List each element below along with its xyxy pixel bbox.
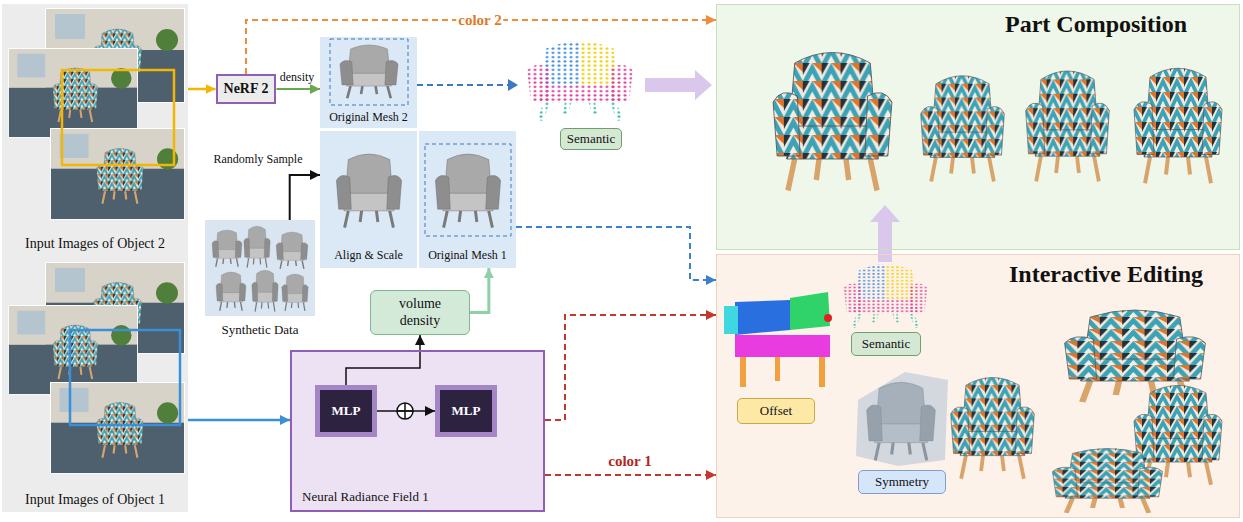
edge-label: color 2	[456, 12, 503, 29]
edge-label: density	[278, 71, 317, 84]
flow-arrow	[645, 70, 712, 100]
semantic-box: Semantic	[560, 128, 622, 150]
node-label: NeRF 2	[224, 81, 269, 97]
density-box: volume density	[370, 290, 470, 335]
mesh-figure	[435, 154, 500, 228]
node-label: Neural Radiance Field 1	[302, 490, 429, 505]
data-panel: Synthetic Data	[205, 220, 315, 340]
mesh-panel: Original Mesh 1	[419, 131, 516, 268]
node-label: Symmetry	[875, 475, 929, 490]
mesh-figure	[336, 154, 401, 228]
connector	[377, 410, 435, 412]
offset-box: Offset	[737, 398, 815, 424]
synthetic-panel	[205, 220, 315, 316]
mlp-box: MLP	[435, 385, 497, 437]
node-label: Semantic	[862, 337, 910, 352]
point-cloud	[844, 265, 928, 328]
mesh-panel: Original Mesh 2	[320, 37, 417, 128]
point-cloud	[527, 41, 633, 120]
mesh-panel: Align & Scale	[320, 131, 417, 268]
node-label: Align & Scale	[334, 249, 403, 263]
mlp-box: MLP	[315, 385, 377, 437]
connector	[470, 268, 489, 313]
nerf-box: MLP MLP Neural Radiance Field 1	[290, 350, 545, 512]
edge-label: color 1	[606, 453, 653, 470]
symmetry-box: Symmetry	[858, 470, 946, 494]
mesh-panel	[419, 131, 516, 268]
offset-figure	[724, 292, 832, 387]
semantic-box: Semantic	[851, 332, 921, 356]
mesh-panel	[320, 131, 417, 268]
connector	[346, 335, 420, 385]
node-label: Part Composition	[1005, 11, 1187, 39]
mesh-panel	[320, 37, 417, 128]
composed-chairs	[773, 53, 1222, 191]
connector	[545, 315, 716, 420]
mesh-figure	[340, 45, 398, 98]
node-label: MLP	[332, 404, 361, 419]
node-label: Input Images of Object 2	[25, 236, 165, 252]
connector	[545, 474, 716, 476]
image-group: Input Images of Object 2	[2, 4, 188, 256]
arrow-head	[508, 79, 518, 91]
dashed-frame	[330, 39, 408, 105]
photo-stack	[8, 262, 185, 474]
edge-label: Randomly Sample	[212, 153, 305, 166]
connector	[188, 419, 290, 422]
composition-panel	[716, 4, 1240, 250]
synthetic-chairs	[212, 226, 308, 311]
node-label: Input Images of Object 1	[25, 492, 165, 508]
node-label: MLP	[452, 404, 481, 419]
section-panel: Offset SemanticSymmetry Interactive Editin…	[716, 254, 1240, 518]
photo-stack	[8, 8, 185, 220]
editing-panel	[716, 254, 1240, 518]
section-panel: Part Composition	[716, 4, 1240, 250]
process-box: NeRF 2	[216, 74, 277, 104]
node-label: Synthetic Data	[222, 323, 299, 338]
dashed-arrow	[417, 84, 510, 86]
node-label: Interactive Editing	[1009, 261, 1203, 289]
dashed-frame	[425, 144, 511, 236]
connector	[290, 175, 320, 220]
connector	[188, 88, 216, 91]
input-panel	[2, 4, 188, 512]
node-label: volume density	[385, 296, 455, 328]
node-label: Original Mesh 1	[428, 249, 507, 263]
connector	[276, 88, 320, 90]
node-label: Offset	[760, 404, 792, 419]
node-label: Original Mesh 2	[329, 111, 408, 125]
nerf-panel	[290, 350, 545, 512]
connector	[516, 227, 716, 280]
image-group: Input Images of Object 1	[2, 258, 188, 512]
node-label: Semantic	[567, 132, 615, 147]
edited-chairs	[951, 310, 1222, 513]
symmetry-figure	[856, 372, 948, 466]
